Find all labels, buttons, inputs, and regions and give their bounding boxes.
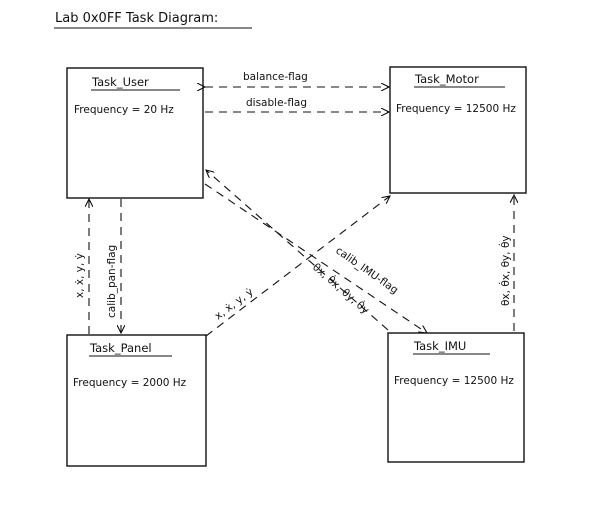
task-motor-name: Task_Motor [414, 72, 479, 86]
task-motor-box: Task_Motor Frequency = 12500 Hz [389, 66, 527, 194]
diagram-title: Lab 0x0FF Task Diagram: [55, 11, 218, 26]
task-imu-frequency: Frequency = 12500 Hz [394, 375, 514, 387]
task-imu-box: Task_IMU Frequency = 12500 Hz [387, 332, 525, 463]
panel-to-motor-label: x, ẋ, y, ẏ [213, 286, 256, 323]
task-user-name: Task_User [91, 75, 149, 89]
task-panel-box: Task_Panel Frequency = 2000 Hz [66, 334, 207, 467]
task-panel-name: Task_Panel [89, 341, 152, 355]
panel-to-motor-arrow [205, 196, 390, 337]
balance-flag-label: balance-flag [243, 71, 308, 83]
task-panel-frequency: Frequency = 2000 Hz [73, 377, 187, 389]
disable-flag-label: disable-flag [246, 97, 307, 109]
task-user-frequency: Frequency = 20 Hz [74, 104, 174, 116]
task-motor-frequency: Frequency = 12500 Hz [396, 103, 516, 115]
imu-to-motor-label: θx, θ̇x, θy, θ̇y [498, 235, 512, 306]
imu-to-user-arrow [206, 170, 389, 331]
panel-to-user-label: x, ẋ, y, ẏ [74, 253, 86, 298]
calib-pan-flag-label: calib_pan-flag [106, 245, 118, 318]
task-imu-name: Task_IMU [413, 339, 466, 353]
calib-imu-flag-arrow [204, 183, 427, 333]
task-user-box: Task_User Frequency = 20 Hz [66, 67, 204, 199]
